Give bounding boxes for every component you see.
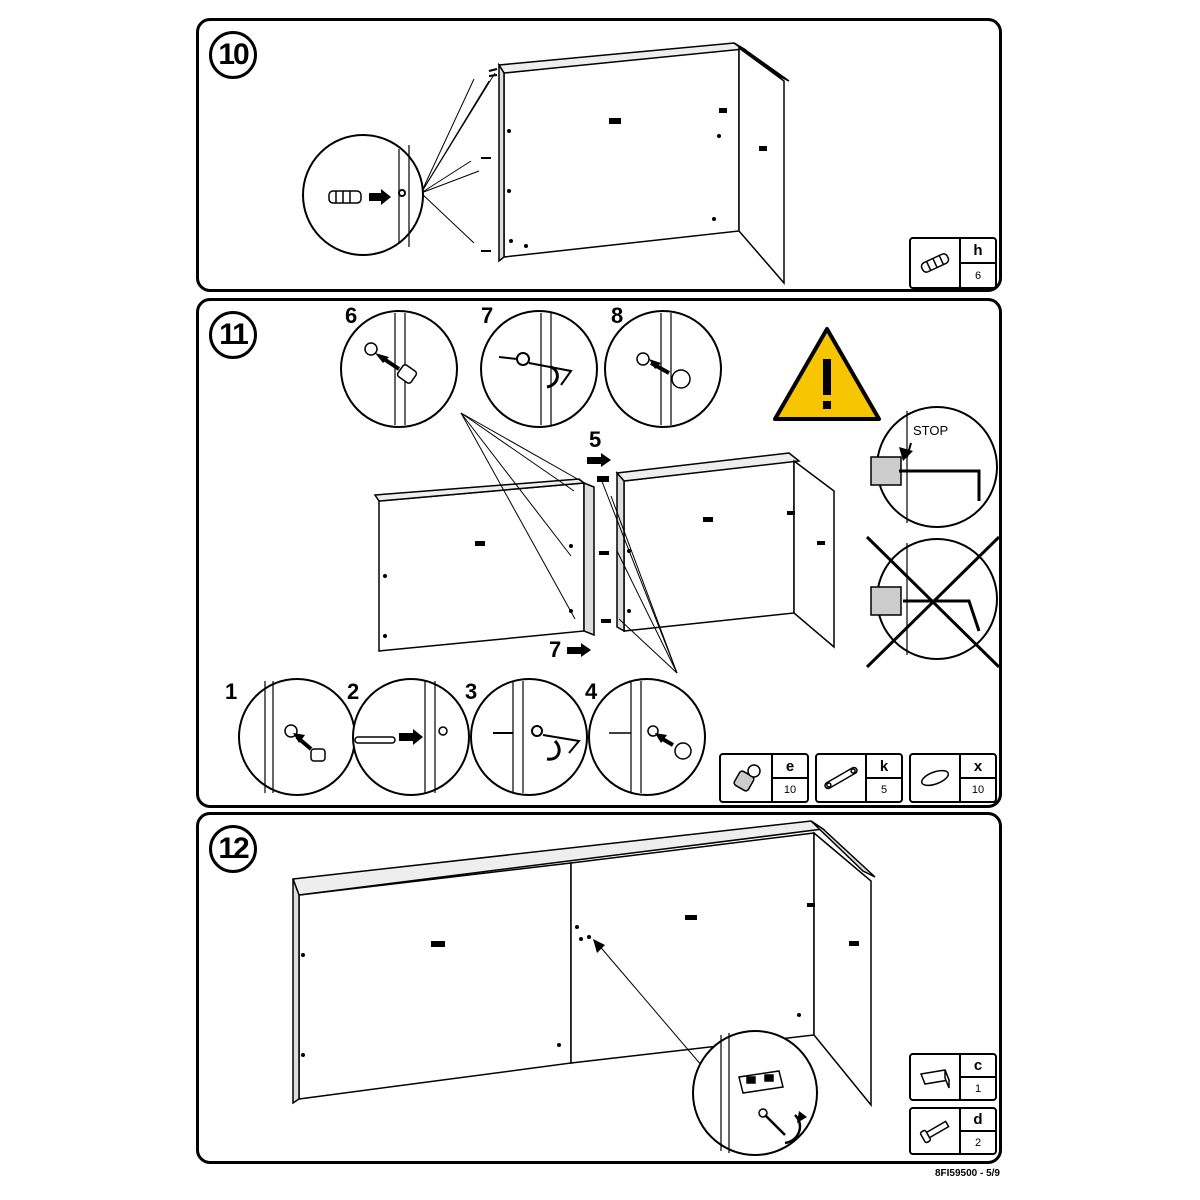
substep-label-7-top: 7 <box>481 303 494 328</box>
cam-lock-wrong-detail <box>870 586 981 632</box>
part-letter: c <box>961 1055 995 1078</box>
right-cabinet <box>615 452 835 649</box>
substep-label-2: 2 <box>347 679 360 704</box>
part-quantity: 5 <box>880 784 888 796</box>
step-number: 11 <box>209 311 257 359</box>
cross-icon <box>865 535 999 669</box>
parts-box-k: k 5 <box>815 753 903 803</box>
parts-box-e: e 10 <box>719 753 809 803</box>
dowel-icon <box>328 190 362 204</box>
step-11-panel: 11 <box>196 298 1002 808</box>
part-quantity: 10 <box>971 784 985 796</box>
parts-box-x: x 10 <box>909 753 997 803</box>
cabinet-carcass <box>497 42 790 286</box>
part-quantity: 6 <box>974 269 982 282</box>
part-quantity: 10 <box>783 784 797 796</box>
allen-key-icon <box>498 352 573 389</box>
part-letter: h <box>961 239 995 264</box>
parts-box-d: d 2 <box>909 1107 997 1155</box>
step-10-panel: 10 <box>196 18 1002 292</box>
part-quantity: 1 <box>974 1082 982 1095</box>
hanging-bracket-icon <box>911 1055 961 1099</box>
substep-label-4: 4 <box>585 679 598 704</box>
step-12-panel: 12 <box>196 812 1002 1164</box>
warning-icon <box>773 327 881 421</box>
substep-label-5: 5 <box>589 427 602 452</box>
cam-lock-correct-detail <box>870 456 981 501</box>
step-number: 10 <box>209 31 257 79</box>
cam-lock-icon <box>364 342 418 384</box>
screw-icon <box>911 1109 961 1153</box>
stop-label: STOP <box>913 423 949 438</box>
connecting-bolt-icon <box>817 755 867 801</box>
step-12-illustration <box>291 820 876 1156</box>
substep-label-3: 3 <box>465 679 478 704</box>
cover-cap-icon <box>636 352 691 389</box>
parts-box-h: h 6 <box>909 237 997 289</box>
step-11-illustration <box>238 310 999 796</box>
document-code: 8FI59500 - 5/9 <box>934 1168 1000 1179</box>
part-quantity: 2 <box>974 1136 982 1149</box>
parts-box-c: c 1 <box>909 1053 997 1101</box>
left-cabinet <box>373 478 595 652</box>
substep-label-6: 6 <box>345 303 358 328</box>
substep-label-1: 1 <box>225 679 238 704</box>
part-letter: d <box>961 1109 995 1132</box>
cover-cap-icon <box>911 755 961 801</box>
dowel-detail <box>302 134 424 256</box>
insert-arrow-icon <box>369 189 391 205</box>
part-letter: x <box>961 755 995 779</box>
part-letter: e <box>773 755 807 779</box>
substep-label-7-bottom: 7 <box>549 637 562 662</box>
screwdriver-icon <box>758 1108 807 1145</box>
substep-label-8: 8 <box>611 303 624 328</box>
step-number: 12 <box>209 825 257 873</box>
part-letter: k <box>867 755 901 779</box>
joined-cabinets <box>291 820 876 1108</box>
step-10-illustration <box>302 42 790 286</box>
cam-lock-icon <box>721 755 773 801</box>
dowel-icon <box>911 239 961 287</box>
hanging-bracket-icon <box>738 1070 784 1094</box>
